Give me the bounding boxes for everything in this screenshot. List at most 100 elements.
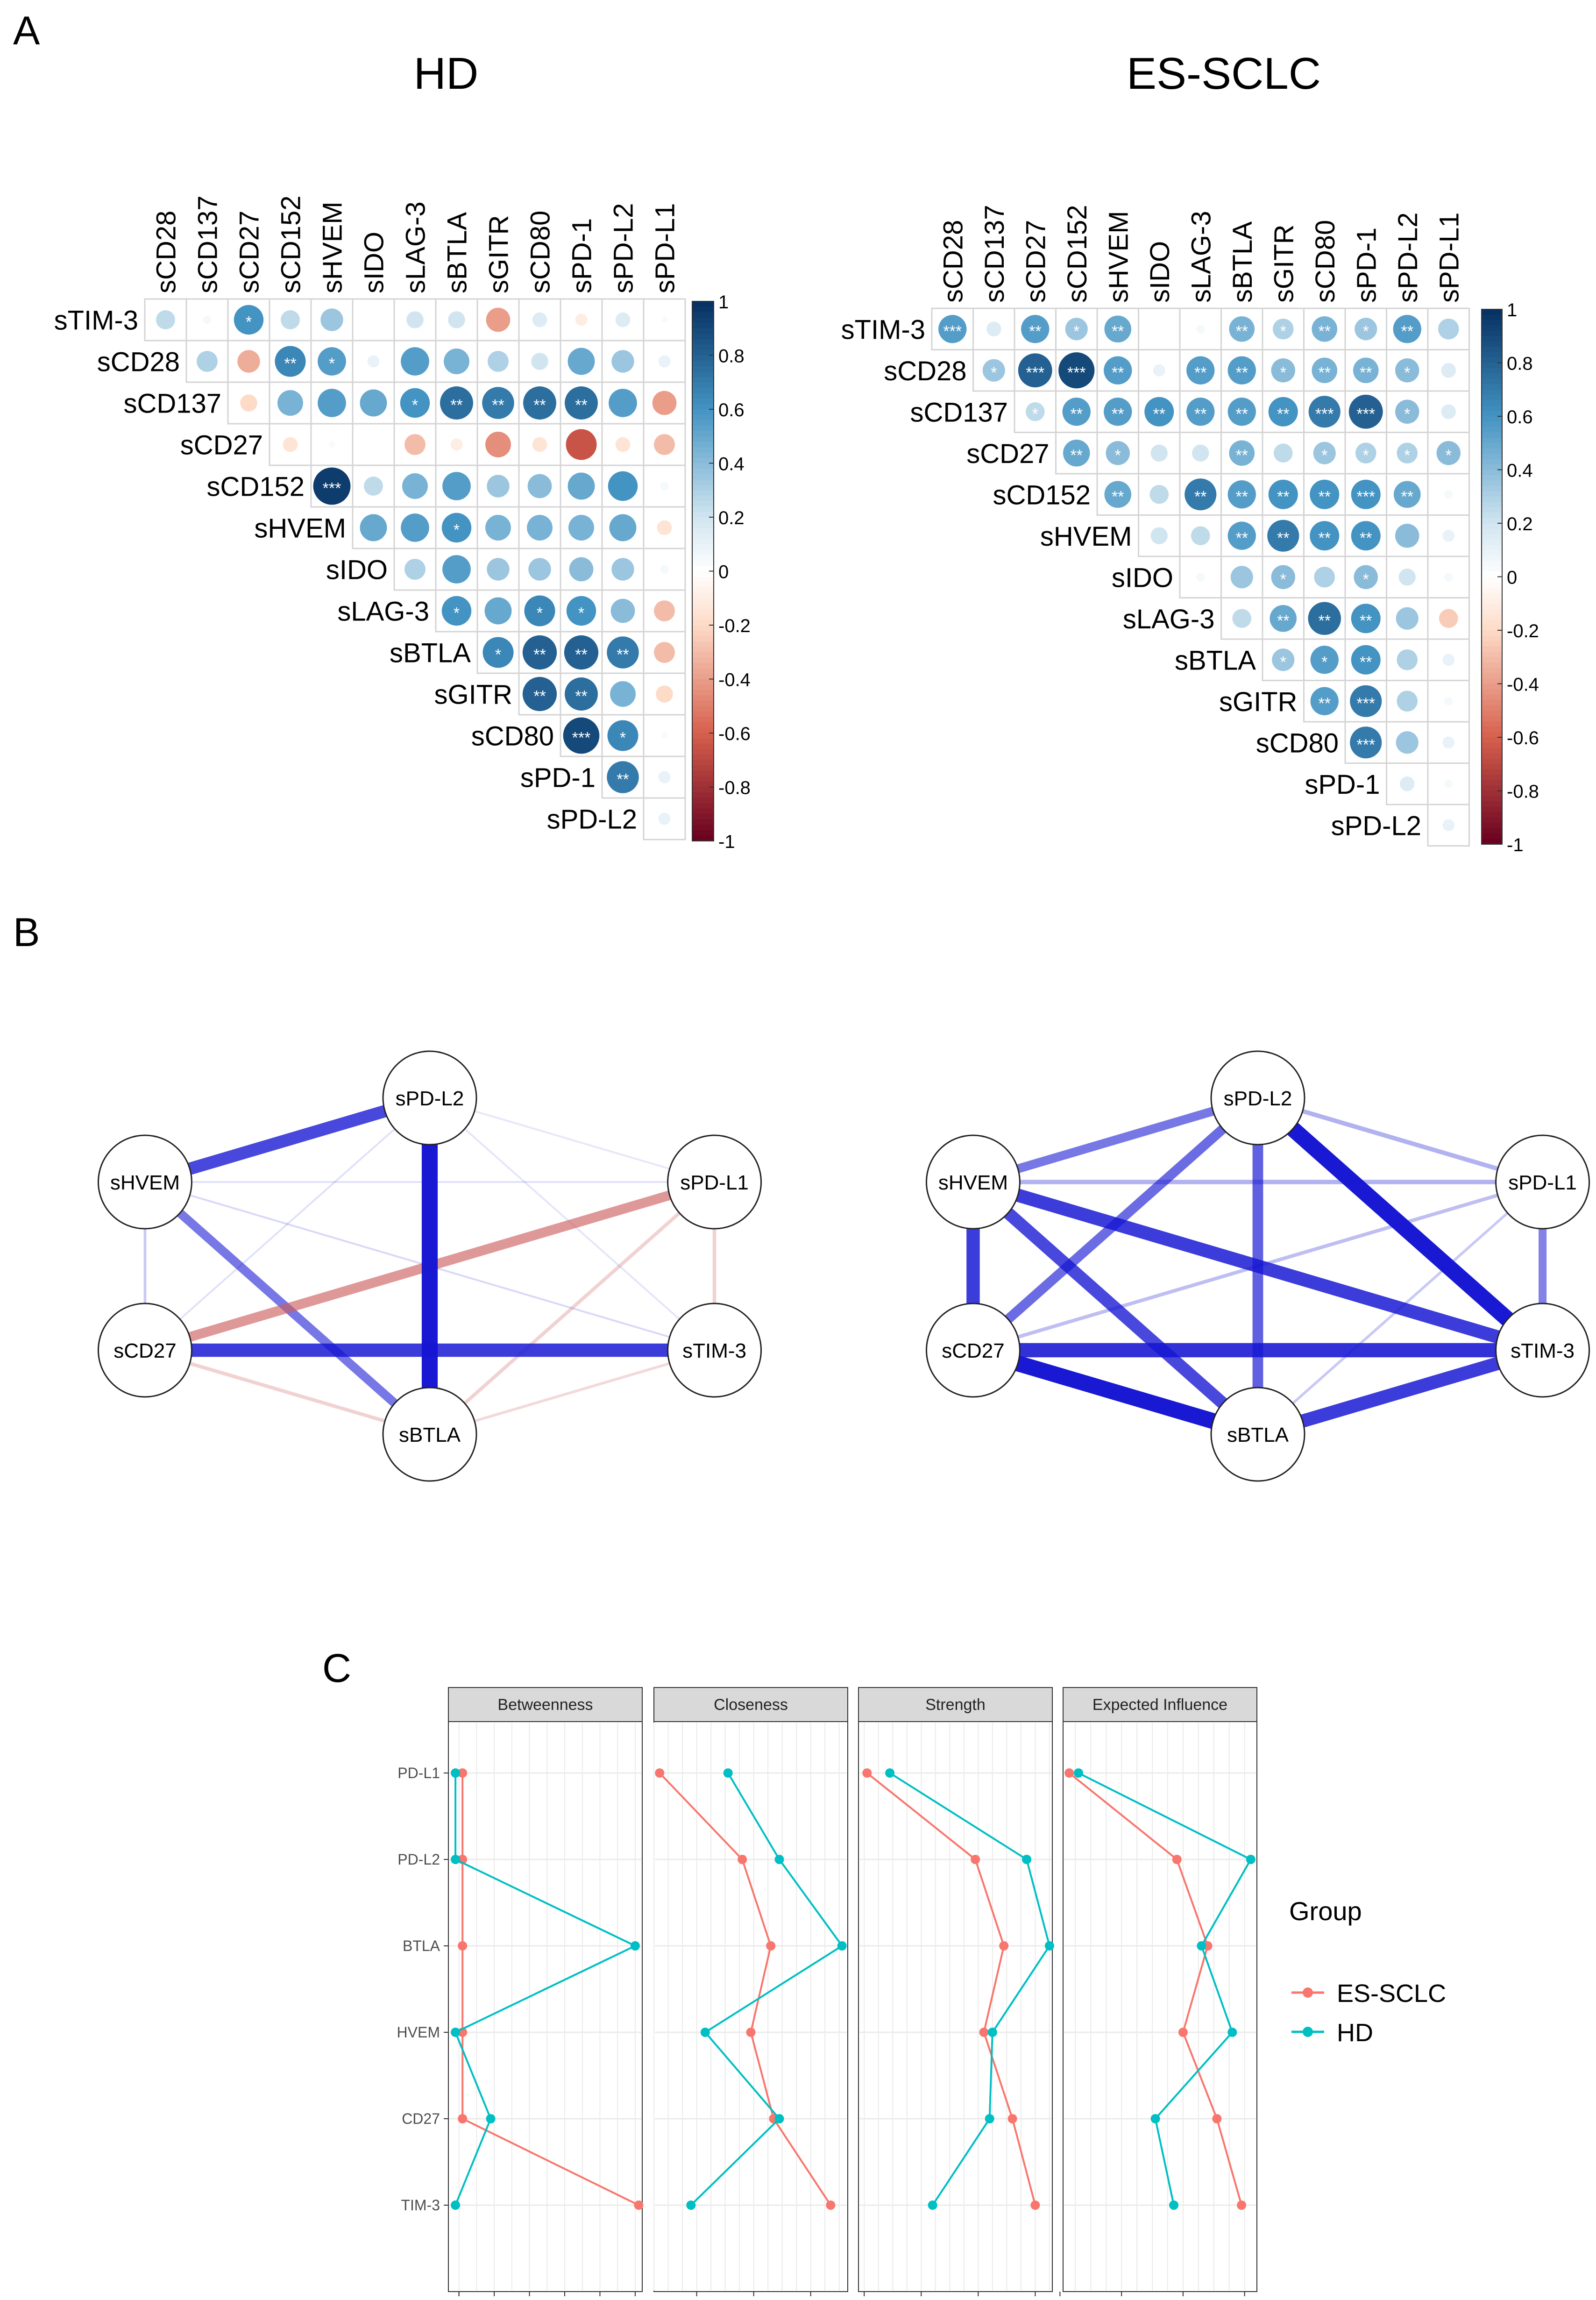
correlation-dot — [1395, 524, 1419, 548]
series-point-es-sclc — [999, 1941, 1009, 1951]
series-point-es-sclc — [655, 1768, 665, 1778]
colorbar-step — [1482, 609, 1502, 615]
colorbar-tick-label: -0.2 — [718, 616, 751, 636]
colorbar-step — [1482, 587, 1502, 593]
colorbar-step — [1482, 614, 1502, 620]
colorbar-step — [1482, 470, 1502, 476]
correlation-dot — [402, 473, 428, 499]
correlation-dot — [1025, 402, 1045, 421]
colorbar-step — [1482, 620, 1502, 626]
correlation-dot — [1313, 441, 1336, 464]
significance-stars: *** — [1315, 405, 1334, 423]
node-circle — [97, 1134, 192, 1230]
significance-stars: ** — [1236, 322, 1248, 340]
colorbar-step — [1482, 689, 1502, 695]
node-sbtla: sBTLA — [1210, 1387, 1305, 1482]
correlation-dot — [522, 676, 557, 712]
colorbar-step — [692, 382, 714, 388]
x-tick-label: 0 — [974, 2298, 982, 2300]
column-label-scd28: sCD28 — [151, 211, 182, 293]
colorbar-step — [692, 387, 714, 394]
colorbar-step — [1482, 400, 1502, 406]
colorbar-step — [1482, 550, 1502, 556]
node-circle — [1495, 1303, 1590, 1398]
colorbar-step — [692, 695, 714, 701]
correlation-dot — [527, 515, 553, 541]
colorbar-step — [692, 544, 714, 550]
correlation-dot — [485, 515, 511, 541]
series-point-hd — [1169, 2200, 1179, 2210]
colorbar-step — [1482, 427, 1502, 433]
correlation-dot — [658, 355, 671, 368]
node-circle — [667, 1134, 762, 1230]
row-label-sido: sIDO — [1112, 563, 1173, 593]
correlation-dot — [1350, 726, 1382, 759]
correlation-dot — [565, 386, 598, 420]
colorbar-step — [1482, 437, 1502, 444]
colorbar-step — [692, 738, 714, 745]
column-label-scd137: sCD137 — [193, 195, 223, 293]
colorbar-step — [1482, 748, 1502, 754]
node-stim-3: sTIM-3 — [667, 1303, 762, 1398]
series-line-hd — [690, 1772, 844, 2206]
correlation-dot — [441, 513, 472, 543]
colorbar-step — [692, 393, 714, 399]
colorbar-step — [692, 409, 714, 415]
colorbar-step — [1482, 352, 1502, 358]
colorbar: 10.80.60.40.20-0.2-0.4-0.6-0.8-1 — [1481, 300, 1539, 855]
colorbar-step — [1482, 737, 1502, 743]
correlation-dot — [610, 681, 636, 707]
colorbar-step — [692, 452, 714, 458]
facet-panel — [858, 1721, 1053, 2292]
correlation-dot — [1310, 646, 1339, 674]
y-tick-label-btla: BTLA — [403, 1937, 440, 1954]
correlation-dot — [234, 305, 264, 335]
correlation-dot — [661, 316, 668, 323]
correlation-dot — [1314, 566, 1335, 588]
node-spd-l2: sPD-L2 — [382, 1050, 477, 1146]
node-scd27: sCD27 — [97, 1303, 192, 1398]
edge-spd-l2-shvem — [972, 1093, 1259, 1187]
correlation-dot — [1065, 318, 1088, 341]
colorbar-step — [1482, 657, 1502, 663]
column-label-scd27: sCD27 — [1021, 220, 1051, 303]
significance-stars: ** — [1401, 322, 1413, 340]
correlation-dot — [1354, 565, 1378, 589]
colorbar-step — [1482, 325, 1502, 331]
series-point-hd — [1246, 1855, 1256, 1864]
series-line-hd — [1078, 1772, 1252, 2206]
facet-expected-influence: Expected Influence-2-101 — [1054, 1687, 1257, 2300]
colorbar-step — [692, 463, 714, 470]
correlation-dot — [524, 595, 555, 627]
row-label-scd80: sCD80 — [471, 721, 554, 752]
x-tick-label: 0.5 — [520, 2298, 539, 2300]
colorbar-step — [692, 312, 714, 318]
colorbar-step — [692, 722, 714, 728]
correlation-dot — [1227, 356, 1256, 385]
colorbar-step — [692, 765, 714, 771]
correlation-dot — [1395, 358, 1419, 383]
correlation-dot — [1310, 479, 1340, 509]
colorbar-step — [692, 306, 714, 313]
colorbar-step — [1482, 603, 1502, 610]
correlation-dot — [1106, 441, 1130, 465]
node-label: sTIM-3 — [1511, 1339, 1575, 1362]
correlation-dot — [1396, 731, 1419, 754]
colorbar-step — [1482, 502, 1502, 508]
centrality-plot: Betweenness-0.5-0.50.00.51.01.52.0Closen… — [397, 1687, 1446, 2300]
correlation-dot — [372, 443, 375, 446]
correlation-dot — [1271, 358, 1295, 383]
series-line-hd — [454, 1773, 638, 2206]
significance-stars: ** — [575, 397, 587, 414]
correlation-dot — [1348, 394, 1383, 429]
colorbar-step — [692, 560, 714, 566]
row-label-spd-l2: sPD-L2 — [547, 805, 637, 835]
correlation-dot — [609, 514, 637, 541]
colorbar-step — [1482, 592, 1502, 599]
series-point-hd — [630, 1941, 640, 1951]
colorbar-tick-label: -0.4 — [1507, 675, 1539, 695]
node-label: sPD-L2 — [396, 1087, 464, 1110]
row-label-sido: sIDO — [326, 555, 388, 585]
